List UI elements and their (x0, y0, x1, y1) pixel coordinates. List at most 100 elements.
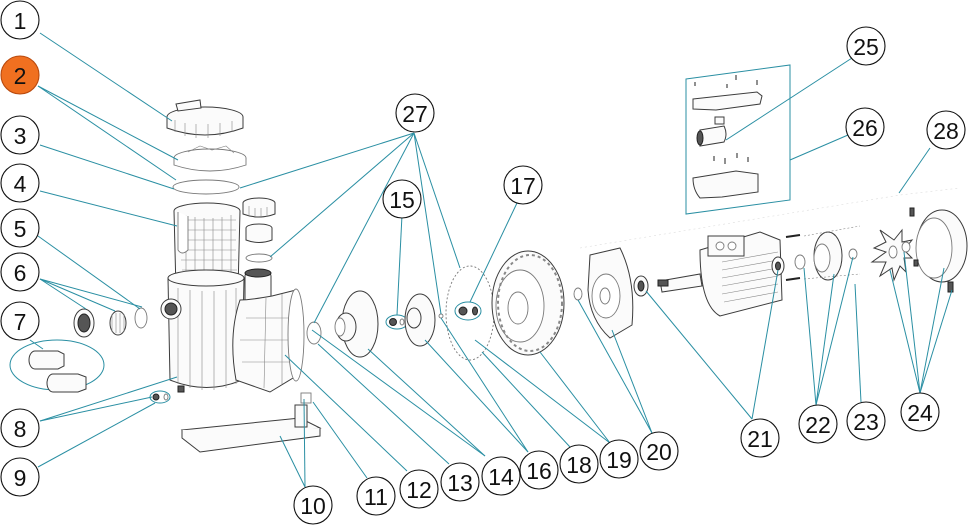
leader-12 (284, 354, 408, 472)
leader-6c (39, 278, 143, 308)
leader-21b (751, 269, 779, 420)
callout-4-label: 4 (14, 171, 27, 197)
callout-2[interactable]: 2 (0, 55, 40, 95)
leader-17 (469, 202, 518, 303)
callout-19[interactable]: 19 (599, 439, 639, 479)
part-diffuser (334, 290, 379, 358)
leader-9 (37, 402, 156, 468)
leader-23 (854, 283, 862, 403)
callout-12[interactable]: 12 (399, 469, 439, 509)
callout-1-label: 1 (14, 8, 27, 34)
callout-25-label: 25 (853, 34, 879, 60)
callout-24[interactable]: 24 (900, 392, 940, 432)
callout-14[interactable]: 14 (481, 456, 521, 496)
leader-24c (919, 267, 945, 394)
leader-2a (37, 85, 179, 161)
leader-27b (269, 132, 415, 258)
callout-9[interactable]: 9 (0, 457, 40, 497)
leader-26 (789, 134, 849, 161)
callout-6-label: 6 (14, 260, 27, 286)
leader-22a (803, 267, 817, 406)
callout-7[interactable]: 7 (0, 301, 40, 341)
leader-7 (29, 339, 44, 350)
part-inlet-union (73, 307, 148, 338)
leader-2b (37, 85, 177, 181)
leader-14b (367, 348, 486, 457)
callout-8[interactable]: 8 (0, 408, 40, 448)
callout-18[interactable]: 18 (559, 444, 599, 484)
leader-11 (312, 401, 368, 479)
callout-11-label: 11 (364, 484, 388, 510)
callout-11[interactable]: 11 (356, 476, 396, 516)
leader-8b (39, 396, 153, 422)
callout-16[interactable]: 16 (519, 450, 559, 490)
leader-27e (413, 132, 461, 269)
callout-26-label: 26 (852, 115, 878, 141)
leader-1 (39, 32, 173, 122)
leader-27a (239, 132, 415, 189)
callout-4[interactable]: 4 (0, 163, 40, 203)
leader-24b (903, 251, 921, 394)
callout-21-label: 21 (747, 426, 773, 452)
callout-21[interactable]: 21 (740, 418, 780, 458)
part-pipe-adapters (9, 339, 105, 393)
part-seal-plate (491, 250, 565, 356)
leader-lines (29, 32, 953, 488)
leader-13 (317, 343, 450, 465)
part-base (180, 392, 322, 453)
leader-15 (396, 214, 403, 316)
leader-6b (39, 278, 116, 312)
leader-4 (39, 190, 178, 227)
callout-25[interactable]: 25 (846, 26, 886, 66)
callout-18-label: 18 (566, 452, 592, 478)
callout-15[interactable]: 15 (382, 179, 422, 219)
leader-16b (440, 317, 529, 453)
leader-5 (37, 235, 141, 310)
callout-10[interactable]: 10 (293, 485, 333, 525)
callout-1[interactable]: 1 (0, 0, 40, 40)
part-impeller (404, 293, 444, 347)
part-outlet-union (242, 197, 276, 263)
leader-22c (815, 256, 854, 406)
leader-25 (725, 57, 853, 141)
part-front-bearing (633, 275, 649, 297)
callout-12-label: 12 (406, 477, 432, 503)
callout-20-label: 20 (646, 439, 672, 465)
callout-15-label: 15 (389, 187, 415, 213)
callout-5[interactable]: 5 (0, 208, 40, 248)
callout-28-label: 28 (933, 118, 959, 144)
callout-27[interactable]: 27 (395, 93, 435, 133)
callout-16-label: 16 (526, 458, 552, 484)
callout-27-label: 27 (402, 101, 428, 127)
callout-13[interactable]: 13 (440, 462, 480, 502)
callout-20[interactable]: 20 (639, 431, 679, 471)
part-strainer-lid (173, 145, 247, 172)
leader-21a (645, 290, 753, 420)
callout-3[interactable]: 3 (0, 115, 40, 155)
leader-8a (39, 376, 178, 422)
leader-19a (539, 351, 611, 444)
leader-27d (413, 132, 442, 315)
leader-27c (313, 132, 415, 324)
callout-24-label: 24 (907, 400, 933, 426)
terminal-box-kit (685, 64, 791, 215)
callout-14-label: 14 (488, 464, 514, 490)
leader-6a (39, 278, 87, 310)
callout-26[interactable]: 26 (845, 107, 885, 147)
callout-9-label: 9 (14, 465, 27, 491)
callout-6[interactable]: 6 (0, 252, 40, 292)
callout-5-label: 5 (14, 216, 27, 242)
leader-20b (611, 329, 653, 434)
callout-23-label: 23 (853, 409, 879, 435)
leader-14a (311, 329, 486, 457)
part-lid-o-ring (172, 179, 240, 195)
callout-28[interactable]: 28 (926, 110, 966, 150)
part-mechanical-seal (454, 301, 482, 321)
callout-22[interactable]: 22 (798, 404, 838, 444)
leader-3 (39, 144, 175, 190)
callout-23[interactable]: 23 (846, 401, 886, 441)
callout-17[interactable]: 17 (503, 165, 543, 205)
leader-24d (919, 289, 953, 394)
